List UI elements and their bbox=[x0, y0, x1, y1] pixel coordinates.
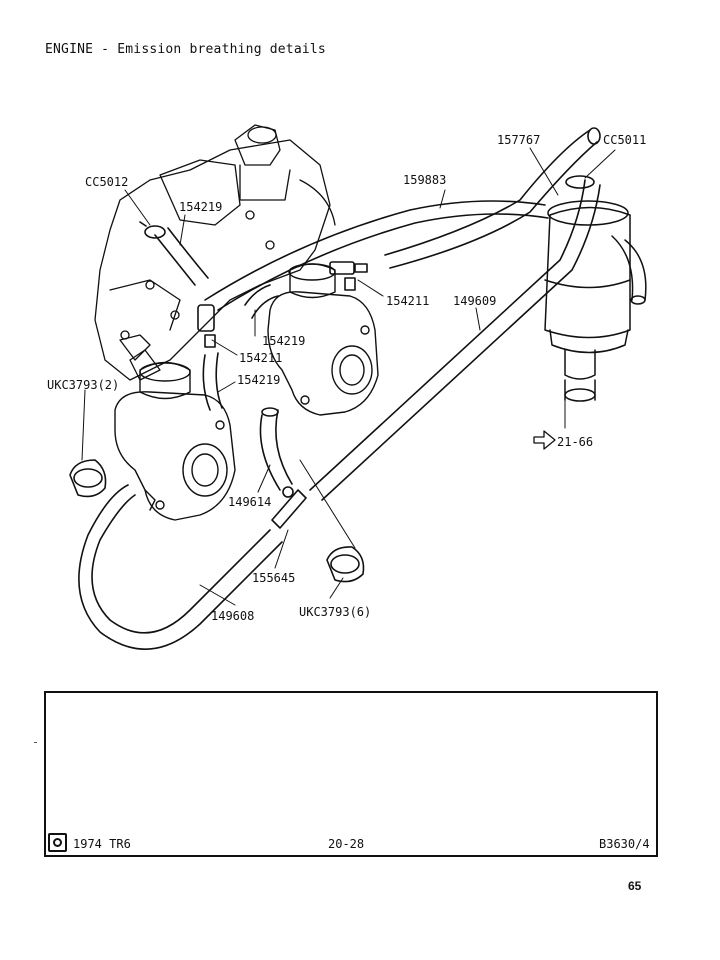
label-154219-mid: 154219 bbox=[262, 334, 305, 348]
british-leyland-logo-icon bbox=[48, 833, 67, 852]
leader-lines bbox=[81, 147, 616, 606]
page-title: ENGINE - Emission breathing details bbox=[45, 42, 326, 57]
hose-clip-cc5011 bbox=[565, 175, 595, 189]
tee-piece-154211-rear bbox=[197, 304, 216, 348]
hose-149608 bbox=[78, 484, 283, 650]
label-154211-right: 154211 bbox=[386, 294, 429, 308]
hose-149614 bbox=[259, 407, 293, 491]
hose-154219-upper bbox=[154, 227, 209, 286]
rear-carburettor bbox=[114, 361, 236, 521]
tee-piece-154211-front bbox=[329, 261, 368, 291]
label-157767: 157767 bbox=[497, 133, 540, 147]
label-cc5011: CC5011 bbox=[603, 133, 646, 147]
label-ukc3793-6: UKC3793(6) bbox=[299, 605, 371, 619]
hose-159883 bbox=[204, 200, 549, 311]
emission-breathing-diagram: 157767 CC5011 CC5012 159883 154219 15421… bbox=[47, 124, 647, 650]
restrictor-155645 bbox=[271, 486, 307, 529]
label-155645: 155645 bbox=[252, 571, 295, 585]
label-159883: 159883 bbox=[403, 173, 446, 187]
hose-clamp-ukc3793-2 bbox=[69, 459, 107, 498]
label-cc5012: CC5012 bbox=[85, 175, 128, 189]
footer-model: 1974 TR6 bbox=[73, 837, 131, 851]
label-149608: 149608 bbox=[211, 609, 254, 623]
footer-plate-code: B3630/4 bbox=[599, 837, 650, 851]
footer-page-ref: 20-28 bbox=[328, 837, 365, 851]
label-154219-top: 154219 bbox=[179, 200, 222, 214]
label-149609: 149609 bbox=[453, 294, 496, 308]
hose-154219-front bbox=[244, 284, 279, 319]
footer-box: 1974 TR6 20-28 B3630/4 bbox=[44, 691, 658, 857]
hose-clamp-ukc3793-6 bbox=[326, 546, 365, 583]
label-ukc3793-2: UKC3793(2) bbox=[47, 378, 119, 392]
label-154211-mid: 154211 bbox=[239, 351, 282, 365]
reference-arrow-icon bbox=[533, 430, 556, 450]
label-154219-low: 154219 bbox=[237, 373, 280, 387]
hose-clip-cc5012 bbox=[139, 221, 166, 239]
label-21-66: 21-66 bbox=[557, 435, 593, 449]
charcoal-canister bbox=[544, 200, 647, 402]
label-149614: 149614 bbox=[228, 495, 271, 509]
margin-mark bbox=[34, 742, 37, 743]
hose-157767 bbox=[384, 127, 601, 269]
page-number: 65 bbox=[628, 879, 642, 893]
hose-154219-lower bbox=[202, 352, 223, 411]
